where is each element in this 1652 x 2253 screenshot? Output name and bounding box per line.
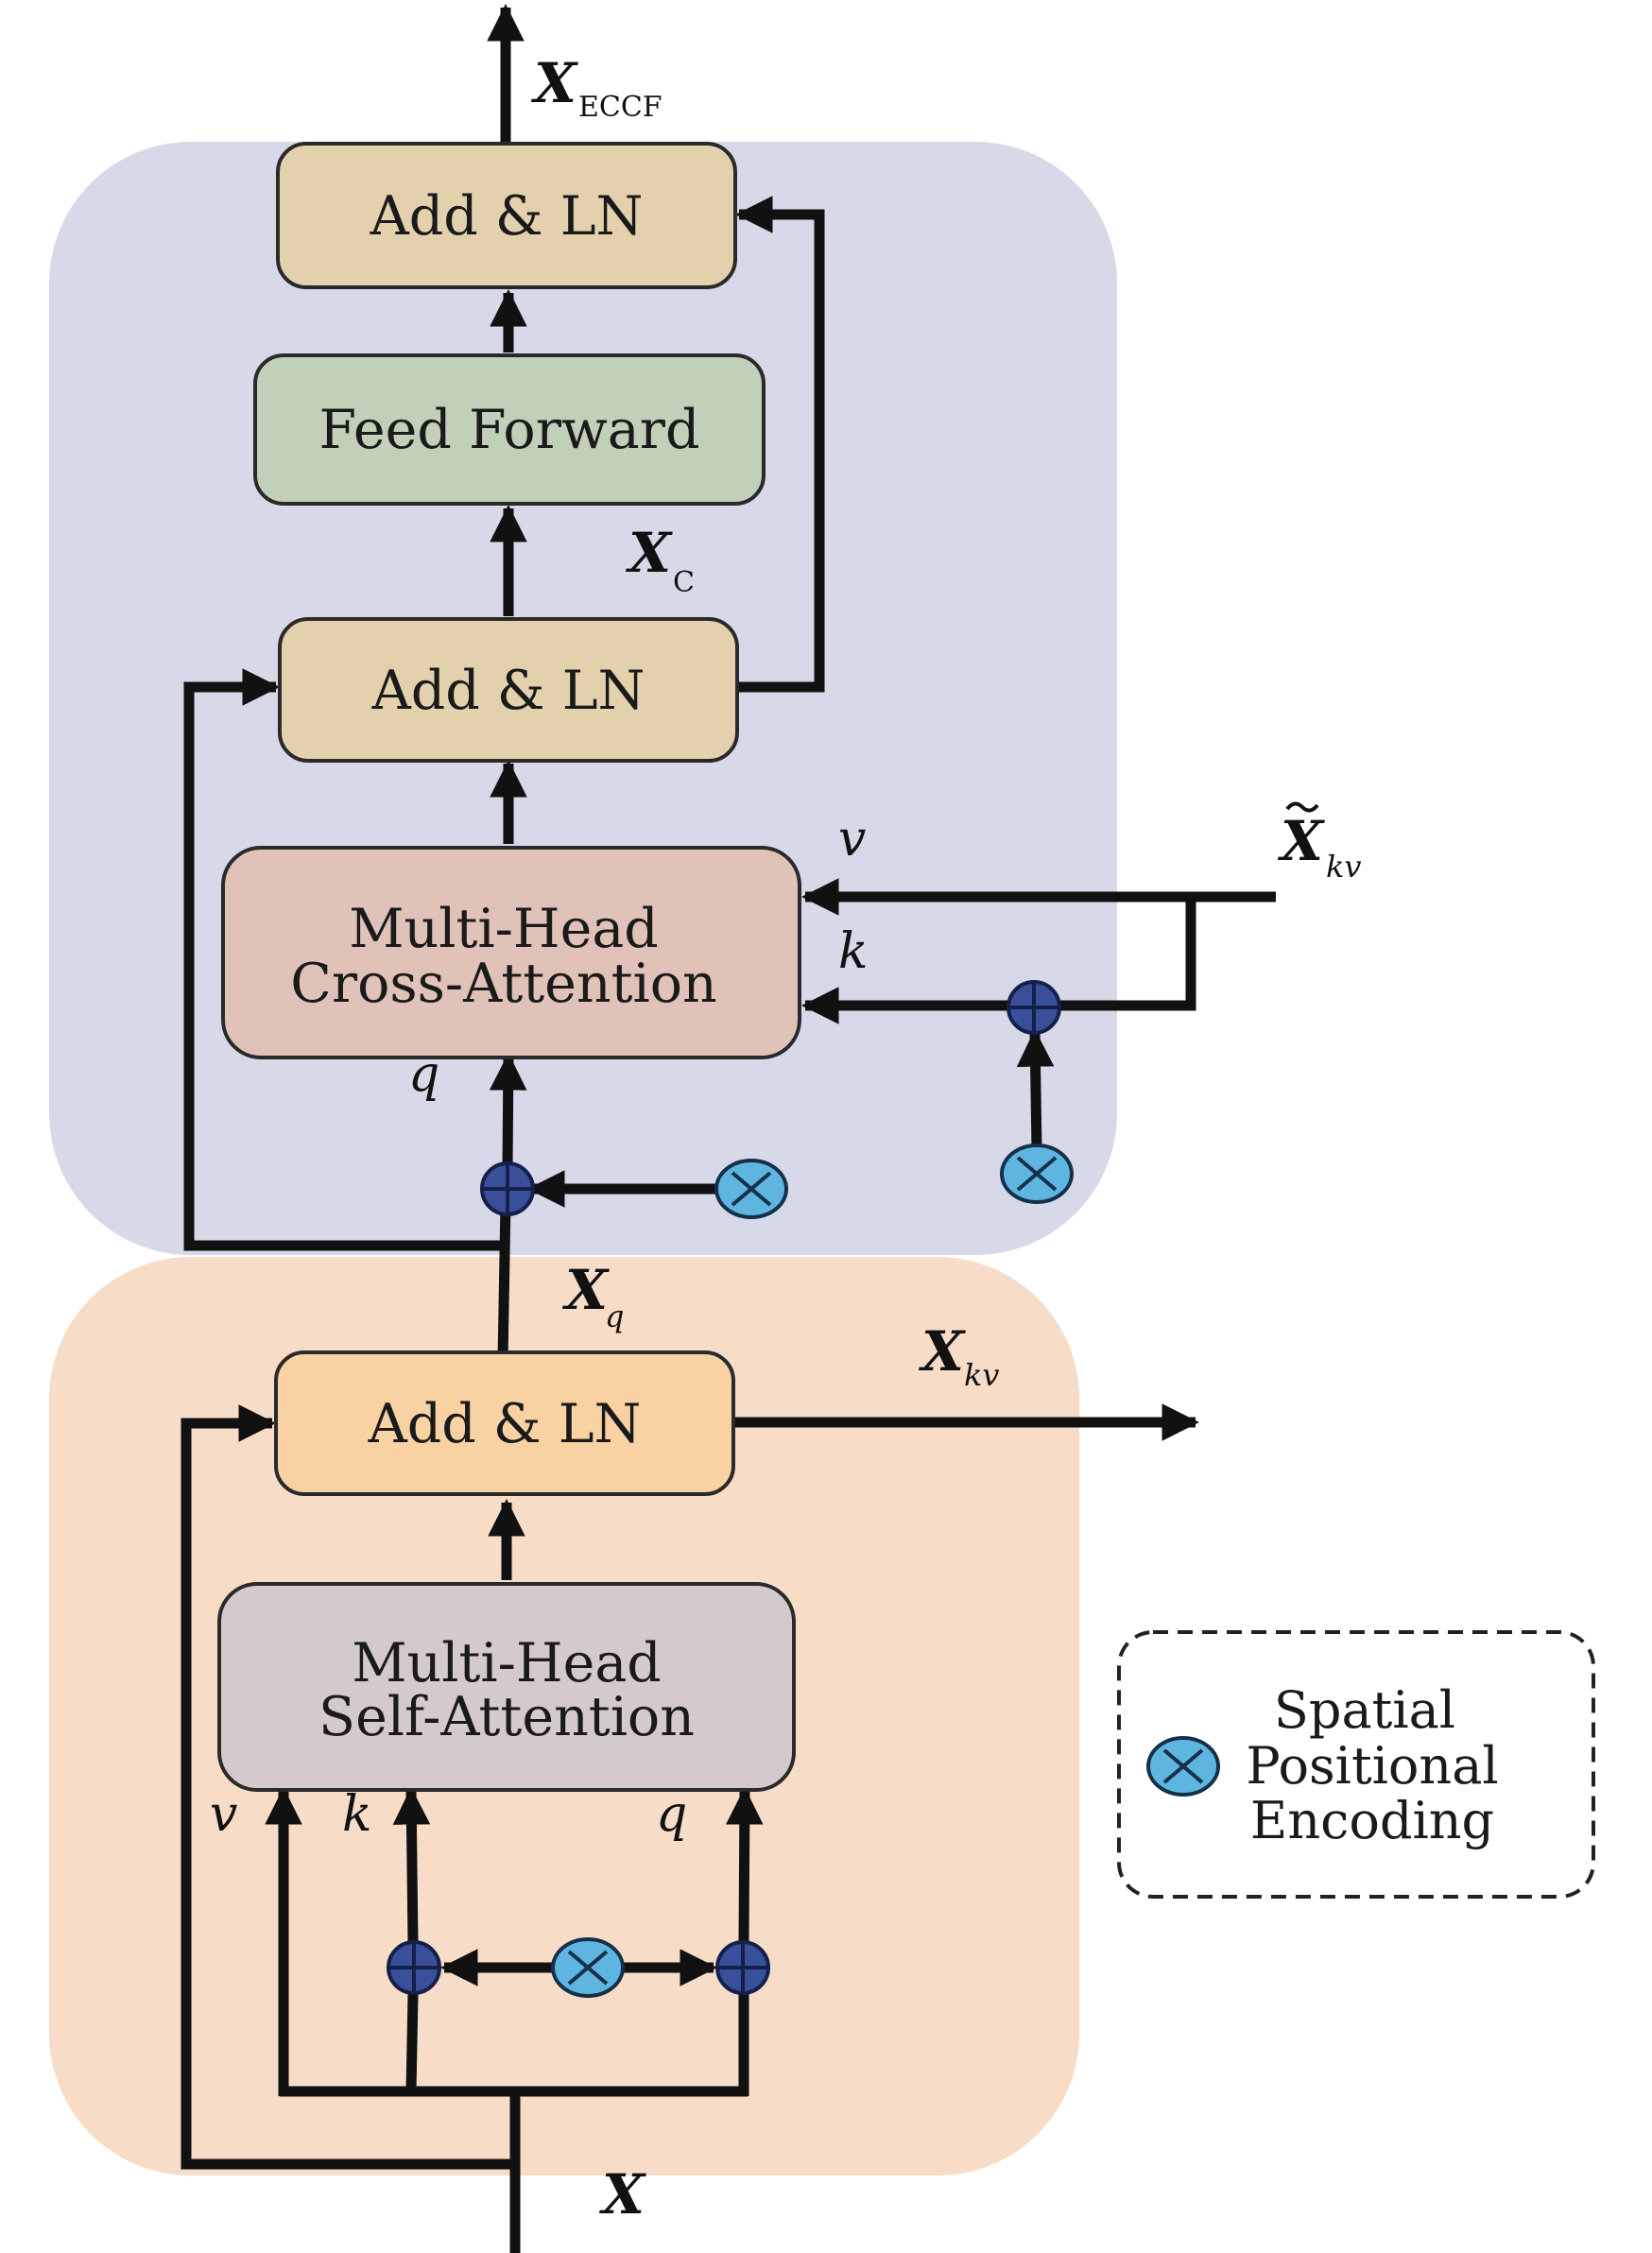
- cross-q-label: q: [408, 1046, 439, 1103]
- xkv-label-sub: kv: [964, 1357, 999, 1393]
- feed-forward-block: Feed Forward: [253, 353, 766, 506]
- xc-label-main: X: [625, 521, 673, 585]
- xkv-tilde-label-main: X: [1277, 809, 1325, 873]
- pe-to-k-plus-arrow: [1016, 1029, 1055, 1151]
- xkv-tilde-label-sub: kv: [1326, 849, 1361, 885]
- xq-label-sub: q: [605, 1298, 624, 1334]
- positional-encoding-icon: [1000, 1144, 1074, 1204]
- output-label: X ECCF: [530, 51, 663, 124]
- plus-icon: [1007, 980, 1061, 1035]
- legend-line2: Positional: [1246, 1736, 1498, 1796]
- output-label-sub: ECCF: [578, 91, 663, 124]
- input-label: X: [598, 2162, 646, 2227]
- xq-label-main: X: [561, 1258, 610, 1322]
- tilde-mark: [1285, 801, 1319, 813]
- xc-label: X C: [625, 521, 695, 599]
- xkv-label: X kv: [918, 1319, 999, 1393]
- self-k-lower: [405, 1993, 419, 2092]
- self-k-arrow: [392, 1787, 431, 1943]
- plus-icon: [480, 1161, 535, 1216]
- self-v-label: v: [210, 1786, 237, 1843]
- cross-attention-block: Multi-Head Cross-Attention: [221, 846, 801, 1059]
- self-attention-label-line2: Self-Attention: [318, 1686, 695, 1748]
- output-label-main: X: [530, 51, 578, 115]
- kv-branch: [1058, 897, 1196, 1011]
- cross-k-label: k: [838, 923, 869, 980]
- add-ln-mid-block: Add & LN: [278, 617, 739, 763]
- self-attention-block: Multi-Head Self-Attention: [217, 1582, 796, 1792]
- plus-icon: [387, 1940, 441, 1995]
- xkv-label-main: X: [918, 1319, 966, 1384]
- cross-v-label: v: [838, 811, 866, 868]
- self-q-label: q: [656, 1786, 687, 1843]
- positional-encoding-icon: [551, 1937, 625, 1998]
- cross-attention-label-line1: Multi-Head: [349, 898, 659, 960]
- self-attention-label-line1: Multi-Head: [352, 1632, 662, 1694]
- feed-forward-label: Feed Forward: [318, 399, 699, 461]
- add-ln-top-block: Add & LN: [276, 142, 737, 289]
- plus-icon: [715, 1940, 770, 1995]
- legend: Spatial Positional Encoding: [1117, 1630, 1595, 1899]
- positional-encoding-icon: [714, 1159, 788, 1219]
- self-k-label: k: [342, 1786, 372, 1843]
- xc-label-sub: C: [673, 566, 695, 599]
- add-ln-bottom-block: Add & LN: [274, 1350, 735, 1496]
- xkv-tilde-label: X kv: [1277, 801, 1361, 885]
- add-ln-mid-label: Add & LN: [371, 660, 645, 722]
- positional-encoding-icon: [1146, 1736, 1220, 1797]
- q-path-lower: [497, 1201, 511, 1362]
- cross-attention-label-line2: Cross-Attention: [290, 953, 717, 1015]
- add-ln-top-label: Add & LN: [370, 185, 644, 248]
- cross-residual-arrow: [183, 668, 506, 1251]
- ff-residual-arrow: [735, 196, 825, 693]
- add-ln-bottom-label: Add & LN: [368, 1393, 642, 1455]
- self-q-arrow: [725, 1787, 764, 1943]
- xq-label: X q: [561, 1258, 624, 1334]
- input-label-main: X: [598, 2162, 646, 2227]
- legend-line1: Spatial: [1274, 1680, 1455, 1740]
- self-residual-arrow: [181, 1404, 515, 2170]
- legend-line3: Encoding: [1250, 1791, 1494, 1850]
